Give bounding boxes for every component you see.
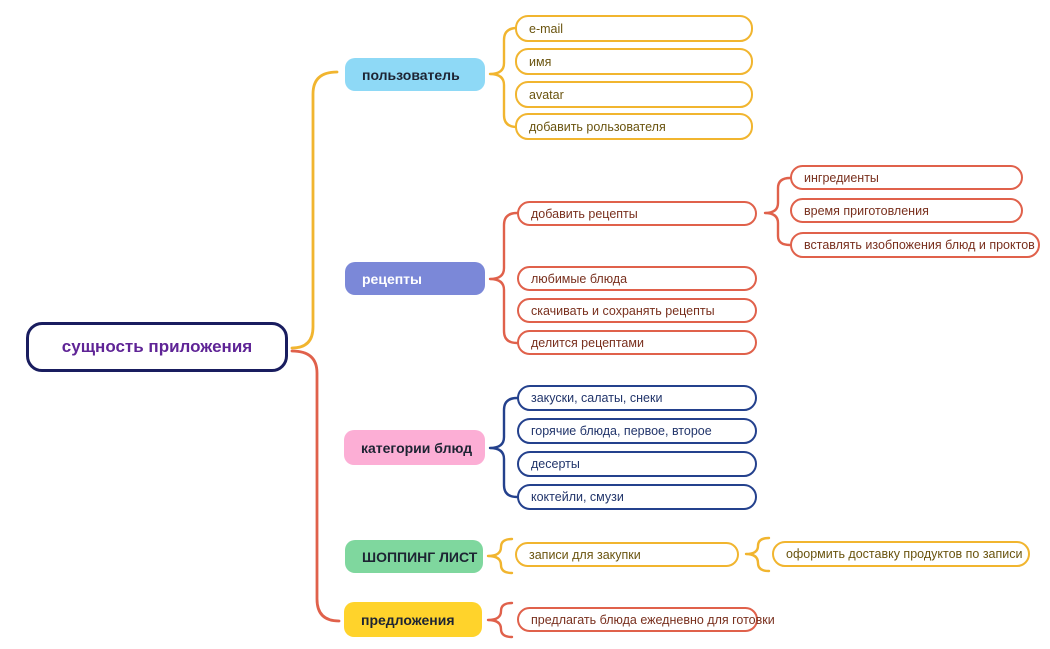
delivery-brace: [744, 536, 771, 573]
leaf-delivery[interactable]: оформить доставку продуктов по записи: [772, 541, 1030, 567]
leaf-favorite-dishes[interactable]: любимые блюда: [517, 266, 757, 291]
leaf-add-recipes[interactable]: добавить рецепты: [517, 201, 757, 226]
categories-brace: [488, 396, 519, 499]
leaf-insert-images[interactable]: вставлять изобпожения блюд и проктов: [790, 232, 1040, 258]
leaf-daily-suggestions[interactable]: предлагать блюда ежедневно для готовки: [517, 607, 775, 632]
leaf-name[interactable]: имя: [515, 48, 753, 75]
leaf-download-save[interactable]: скачивать и сохранять рецепты: [517, 298, 757, 323]
main-brace-lower: [290, 349, 341, 623]
suggestions-brace: [486, 601, 514, 639]
leaf-share-recipes[interactable]: делится рецептами: [517, 330, 757, 355]
leaf-avatar[interactable]: avatar: [515, 81, 753, 108]
add-recipes-brace: [763, 176, 792, 247]
leaf-ingredients[interactable]: ингредиенты: [790, 165, 1023, 190]
branch-suggestions[interactable]: предложения: [344, 602, 482, 637]
leaf-desserts[interactable]: десерты: [517, 451, 757, 477]
main-brace-upper: [290, 70, 339, 350]
leaf-cocktails[interactable]: коктейли, смузи: [517, 484, 757, 510]
branch-recipes[interactable]: рецепты: [345, 262, 485, 295]
leaf-add-user[interactable]: добавить рользователя: [515, 113, 753, 140]
branch-categories[interactable]: категории блюд: [344, 430, 485, 465]
root-node[interactable]: сущность приложения: [26, 322, 288, 372]
leaf-snacks[interactable]: закуски, салаты, снеки: [517, 385, 757, 411]
leaf-purchase-notes[interactable]: записи для закупки: [515, 542, 739, 567]
recipes-brace: [488, 211, 519, 345]
leaf-email[interactable]: e-mail: [515, 15, 753, 42]
leaf-hot-dishes[interactable]: горячие блюда, первое, второе: [517, 418, 757, 444]
leaf-cooking-time[interactable]: время приготовления: [790, 198, 1023, 223]
user-brace: [488, 26, 519, 129]
shopping-brace: [486, 537, 514, 575]
branch-shopping-list[interactable]: ШОППИНГ ЛИСТ: [345, 540, 483, 573]
branch-user[interactable]: пользователь: [345, 58, 485, 91]
